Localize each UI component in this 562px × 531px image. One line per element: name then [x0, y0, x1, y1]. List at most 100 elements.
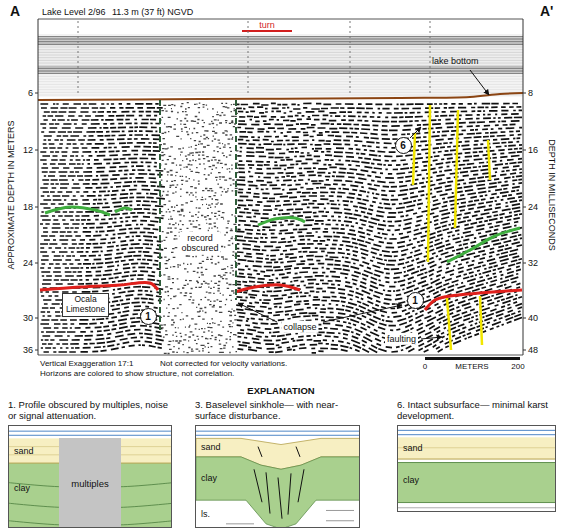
layer-line — [398, 507, 556, 508]
label-text: faulting — [385, 333, 418, 345]
label-text: sand — [403, 443, 423, 453]
sand-layer — [398, 437, 556, 459]
label-text: Horizons are colored to show structure, … — [40, 369, 234, 378]
explanation-panel: 1. Profile obscured by multiples, noise … — [8, 400, 172, 528]
panel-box: multiples sand clay — [8, 425, 172, 528]
label-text: EXPLANATION — [247, 386, 314, 397]
layer-line — [398, 502, 556, 503]
fault-line — [428, 105, 430, 262]
leader-arrow — [410, 127, 421, 138]
fracture-line — [296, 447, 300, 457]
explanation-panel: 3. Baselevel sinkhole— with near-surface… — [195, 400, 360, 528]
axis-tick — [35, 350, 38, 351]
layer-line — [398, 430, 556, 431]
limestone-line — [326, 510, 354, 511]
label-text: Not corrected for velocity variations. — [160, 359, 287, 368]
horizon-line — [425, 290, 522, 310]
label-text: 40 — [528, 313, 538, 323]
explanation-panel: 6. Intact subsurface— minimal karst deve… — [397, 400, 556, 512]
label-text: A' — [540, 3, 553, 19]
panel-heading: 1. Profile obscured by multiples, noise … — [8, 400, 172, 422]
axis-tick — [35, 150, 38, 151]
scale-bar — [425, 357, 520, 360]
layer-line — [196, 435, 360, 436]
label-text: 24 — [23, 258, 33, 268]
panel-box: sand clay ls. — [195, 425, 360, 528]
fracture-line — [258, 447, 262, 457]
label-text: A — [10, 3, 20, 19]
callout-number: 6 — [400, 140, 406, 151]
label-text: 24 — [528, 202, 538, 212]
label-text: 12 — [23, 145, 33, 155]
fault-line — [447, 298, 451, 350]
panel-heading: 6. Intact subsurface— minimal karst deve… — [397, 400, 556, 422]
fracture-line — [288, 473, 291, 514]
panel-illustration — [398, 426, 556, 512]
fault-line — [480, 296, 482, 345]
panel-box: sand clay — [397, 425, 556, 512]
layer-line — [398, 434, 556, 435]
obscured-boundary — [159, 100, 161, 330]
label-text: 16 — [528, 145, 538, 155]
limestone-line — [326, 520, 354, 521]
zone-label: multiples — [71, 478, 109, 489]
label-text: Lake Level 2/96 — [42, 7, 106, 17]
callout-number: 1 — [412, 295, 418, 306]
event-mark — [78, 21, 79, 96]
fault-line — [413, 133, 415, 185]
layer-line — [9, 431, 172, 432]
label-text: turn — [259, 20, 275, 30]
water-multiples-strong — [38, 37, 523, 74]
label-text: record obscured — [179, 232, 220, 255]
water-multiples — [38, 35, 523, 96]
horizon-line — [40, 282, 158, 290]
leader-arrow — [238, 303, 277, 322]
label-text: clay — [14, 483, 30, 493]
axis-tick — [35, 318, 38, 319]
label-text: clay — [403, 475, 419, 485]
callout-number: 1 — [145, 311, 151, 322]
label-text: clay — [201, 472, 217, 482]
leader-arrow — [421, 337, 442, 339]
label-text: ls. — [201, 508, 210, 518]
horizon-line — [45, 207, 110, 215]
label-text: APPROXIMATE DEPTH IN METERS — [6, 121, 16, 270]
frame-bottom — [38, 355, 523, 356]
axis-tick — [523, 350, 526, 351]
axis-tick — [523, 150, 526, 151]
label-text: 6 — [28, 88, 33, 98]
label-text: sand — [14, 446, 34, 456]
label-text: 0 — [423, 362, 427, 371]
obscured-boundary — [235, 100, 237, 300]
water-multiples — [38, 46, 523, 65]
event-mark — [430, 21, 431, 96]
panel-illustration — [196, 426, 360, 528]
seismic-reflectors — [40, 103, 522, 353]
label-text: sand — [201, 441, 221, 451]
label-text: 11.3 m (37 ft) NGVD — [112, 7, 193, 17]
callout-circle: 1 — [407, 292, 424, 309]
fracture-line — [278, 478, 282, 519]
event-mark — [248, 21, 249, 96]
label-text: collapse — [281, 321, 318, 333]
lake-bottom-line — [38, 93, 523, 100]
label-text: Ocala Limestone — [62, 293, 109, 317]
leader-arrow — [470, 70, 489, 95]
fault-line — [455, 110, 458, 228]
right-axis — [523, 19, 524, 355]
layer-line — [196, 431, 360, 432]
label-text: lake bottom — [432, 56, 479, 66]
obscured-zone: multiples — [59, 438, 121, 528]
axis-tick — [35, 263, 38, 264]
limestone-line — [226, 523, 254, 524]
turn-bar — [242, 30, 292, 32]
event-mark — [350, 21, 351, 96]
clay-layer — [398, 463, 556, 503]
label-text: 48 — [528, 345, 538, 355]
callout-circle: 1 — [140, 308, 157, 325]
fracture-line — [298, 469, 304, 502]
fracture-line — [266, 472, 270, 513]
clay-layer — [196, 457, 360, 528]
layer-line — [398, 462, 556, 463]
frame-top — [38, 19, 523, 20]
